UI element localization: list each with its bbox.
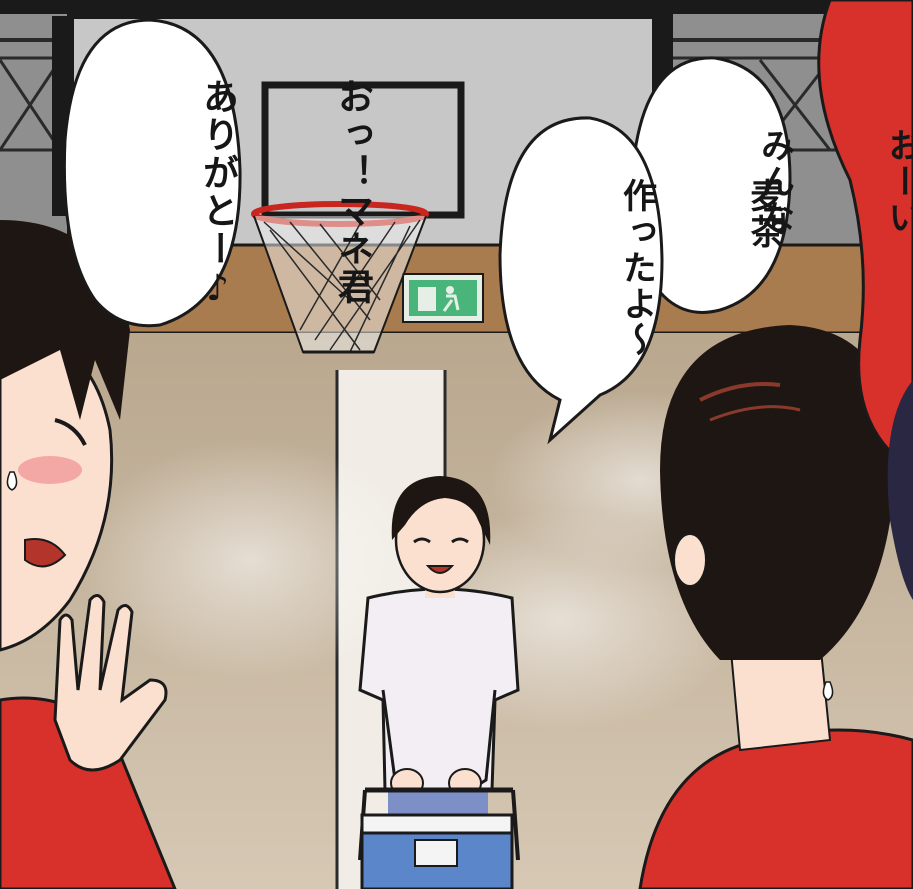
speech-bubble-right: [498, 56, 792, 445]
speech-line: 作ったよ〜: [616, 178, 657, 358]
basketball-hoop: [251, 201, 429, 354]
speech-line: みんな: [754, 128, 795, 236]
edge-character: [817, 0, 913, 600]
speech-line: おーい: [882, 128, 913, 236]
cooler-box: [358, 787, 520, 889]
speech-line: 麦茶: [744, 178, 784, 250]
speech-bubble-left: [62, 18, 242, 328]
speech-line: ありがとー♪: [197, 78, 238, 311]
speech-text-left: おっ！マネ君 ありがとー♪: [105, 78, 465, 311]
right-player-character: [638, 325, 913, 889]
emergency-exit-icon: [402, 273, 484, 323]
manager-character: [358, 476, 520, 830]
speech-text-right-bottom: 麦茶 作ったよ〜: [530, 178, 870, 358]
speech-text-right-top: おーい みんな: [668, 128, 913, 236]
speech-line: おっ！マネ君: [332, 78, 373, 306]
